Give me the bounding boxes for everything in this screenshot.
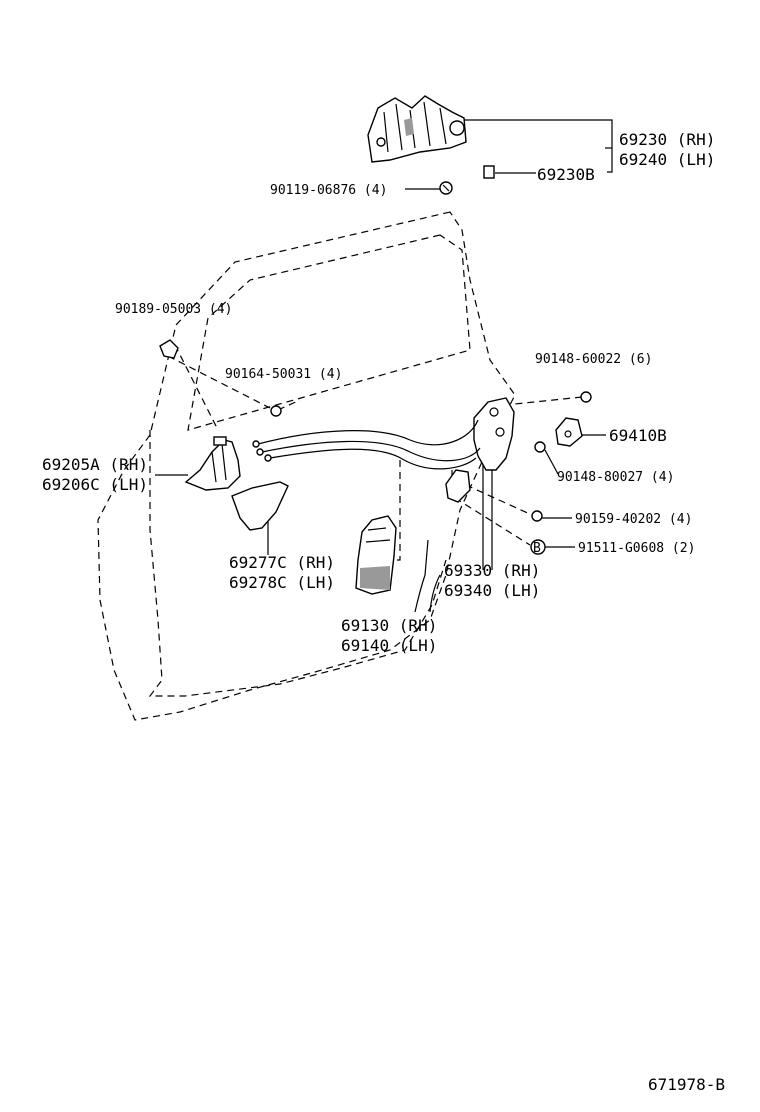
striker-69410B — [555, 417, 583, 447]
label-69240: 69240 (LH) — [619, 150, 715, 169]
label-69140: 69140 (LH) — [341, 636, 437, 655]
label-90148-60022: 90148-60022 (6) — [535, 352, 652, 367]
control-cables — [252, 419, 481, 470]
screw-90164 — [270, 405, 282, 417]
screw-90148-60022 — [580, 391, 592, 403]
label-69230B: 69230B — [537, 165, 595, 184]
bolt-91511: B — [530, 539, 546, 556]
label-90119: 90119-06876 (4) — [270, 183, 387, 198]
clip-69230B — [483, 165, 495, 179]
label-69340: 69340 (LH) — [444, 581, 540, 600]
label-69410B: 69410B — [609, 426, 667, 445]
clip-90189 — [159, 339, 179, 359]
label-69130: 69130 (RH) — [341, 616, 437, 635]
screw-90148-80027 — [534, 441, 546, 453]
label-69230: 69230 (RH) — [619, 130, 715, 149]
label-90164: 90164-50031 (4) — [225, 367, 342, 382]
label-90148-80027: 90148-80027 (4) — [557, 470, 674, 485]
label-90189: 90189-05003 (4) — [115, 302, 232, 317]
label-69206C: 69206C (LH) — [42, 475, 148, 494]
door-lock-assembly-69230 — [367, 95, 467, 163]
door-lock-69130 — [355, 515, 397, 595]
reference-code: 671978-B — [648, 1075, 725, 1094]
screw-90159 — [531, 510, 543, 522]
outside-handle-69205A — [184, 436, 241, 491]
label-69278C: 69278C (LH) — [229, 573, 335, 592]
bolt-marker-label: B — [533, 541, 541, 556]
handle-cover-69277C — [231, 481, 289, 531]
label-91511: 91511-G0608 (2) — [578, 541, 695, 556]
label-69277C: 69277C (RH) — [229, 553, 335, 572]
bolt-90119 — [439, 181, 453, 195]
label-90159: 90159-40202 (4) — [575, 512, 692, 527]
label-69205A: 69205A (RH) — [42, 455, 148, 474]
label-69330: 69330 (RH) — [444, 561, 540, 580]
door-lock-69330 — [445, 397, 515, 503]
door-outline — [97, 211, 516, 721]
